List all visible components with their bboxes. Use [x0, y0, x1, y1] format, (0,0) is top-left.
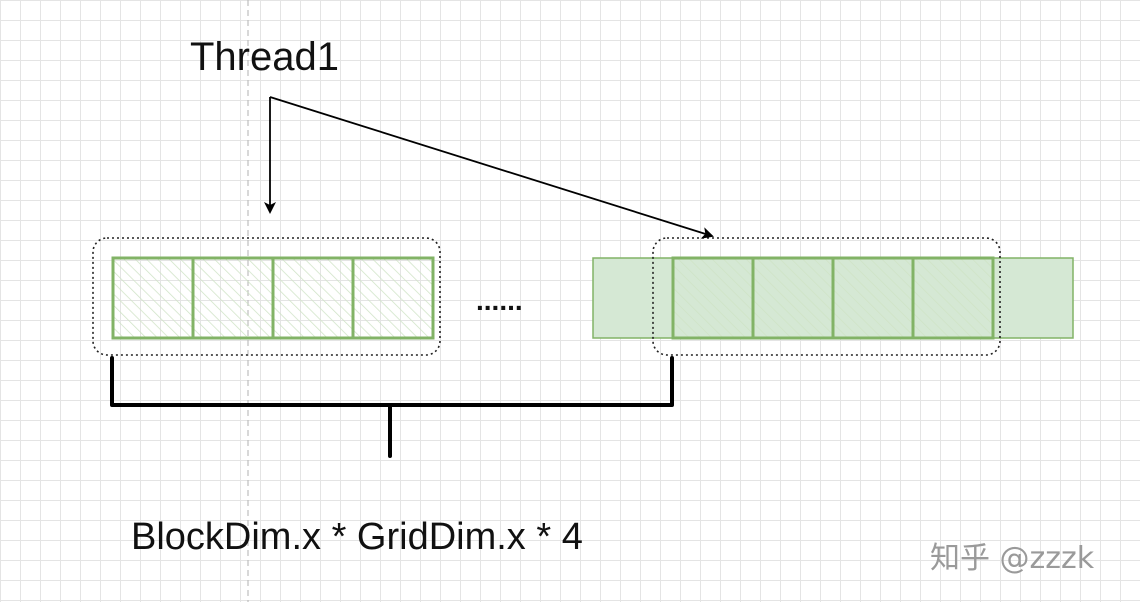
- left-cell-4: [351, 256, 435, 340]
- thread-arrow-right: [269, 96, 714, 239]
- left-cell-2: [191, 256, 275, 340]
- left-cell-1: [111, 256, 195, 340]
- ellipsis-label: ......: [476, 285, 523, 316]
- right-cell-1: [671, 256, 755, 340]
- left-block-cells: [111, 256, 435, 340]
- right-cell-3: [831, 256, 915, 340]
- left-group-border: [92, 237, 441, 356]
- right-cell-2: [751, 256, 835, 340]
- stride-bracket: [110, 356, 674, 458]
- right-cell-4: [911, 256, 995, 340]
- stride-formula-label: BlockDim.x * GridDim.x * 4: [131, 516, 583, 558]
- watermark-text: 知乎 @zzzk: [930, 541, 1095, 576]
- thread-label: Thread1: [190, 35, 339, 79]
- right-group-border: [652, 237, 1001, 356]
- left-cell-3: [271, 256, 355, 340]
- right-block-cells: [671, 256, 995, 340]
